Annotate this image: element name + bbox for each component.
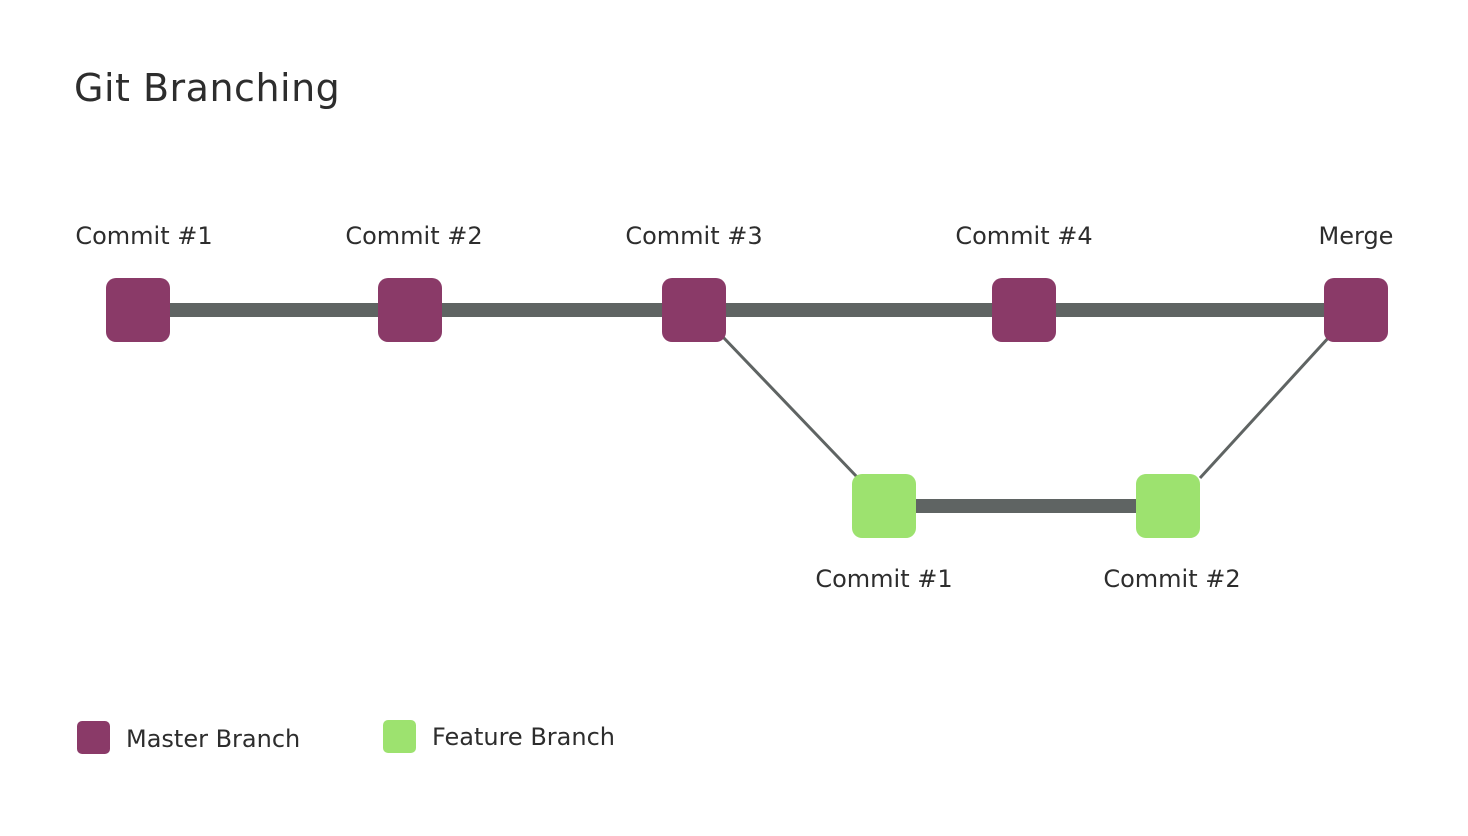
commit-label: Commit #2 bbox=[1103, 565, 1240, 593]
master-legend-swatch bbox=[77, 721, 110, 754]
commit-label: Merge bbox=[1319, 222, 1394, 250]
legend-item-master: Master Branch bbox=[77, 721, 300, 754]
commit-node[interactable] bbox=[106, 278, 170, 342]
commit-label: Commit #4 bbox=[955, 222, 1092, 250]
legend-label: Master Branch bbox=[126, 725, 300, 753]
feature-commit-1[interactable]: Commit #1 bbox=[815, 474, 953, 593]
commit-label: Commit #1 bbox=[75, 222, 212, 250]
commit-node[interactable] bbox=[662, 278, 726, 342]
commit-node[interactable] bbox=[1324, 278, 1388, 342]
merge-line bbox=[1198, 334, 1332, 480]
feature-legend-swatch bbox=[383, 720, 416, 753]
commit-node[interactable] bbox=[992, 278, 1056, 342]
feature-commit-2[interactable]: Commit #2 bbox=[1103, 474, 1241, 593]
legend-label: Feature Branch bbox=[432, 723, 615, 751]
master-commit-3[interactable]: Commit #3 bbox=[625, 222, 763, 342]
master-commit-1[interactable]: Commit #1 bbox=[75, 222, 213, 342]
commit-label: Commit #3 bbox=[625, 222, 762, 250]
legend-item-feature: Feature Branch bbox=[383, 720, 615, 753]
master-commit-merge[interactable]: Merge bbox=[1319, 222, 1394, 342]
master-commit-2[interactable]: Commit #2 bbox=[345, 222, 483, 342]
master-commit-4[interactable]: Commit #4 bbox=[955, 222, 1093, 342]
feature-commits: Commit #1 Commit #2 bbox=[815, 474, 1241, 593]
page-title: Git Branching bbox=[74, 66, 341, 110]
legend: Master Branch Feature Branch bbox=[77, 720, 615, 754]
commit-label: Commit #2 bbox=[345, 222, 482, 250]
commit-node[interactable] bbox=[1136, 474, 1200, 538]
branch-off-line bbox=[720, 334, 860, 480]
commit-node[interactable] bbox=[852, 474, 916, 538]
master-commits: Commit #1 Commit #2 Commit #3 Commit #4 … bbox=[75, 222, 1393, 342]
commit-label: Commit #1 bbox=[815, 565, 952, 593]
commit-node[interactable] bbox=[378, 278, 442, 342]
connections bbox=[138, 303, 1356, 513]
